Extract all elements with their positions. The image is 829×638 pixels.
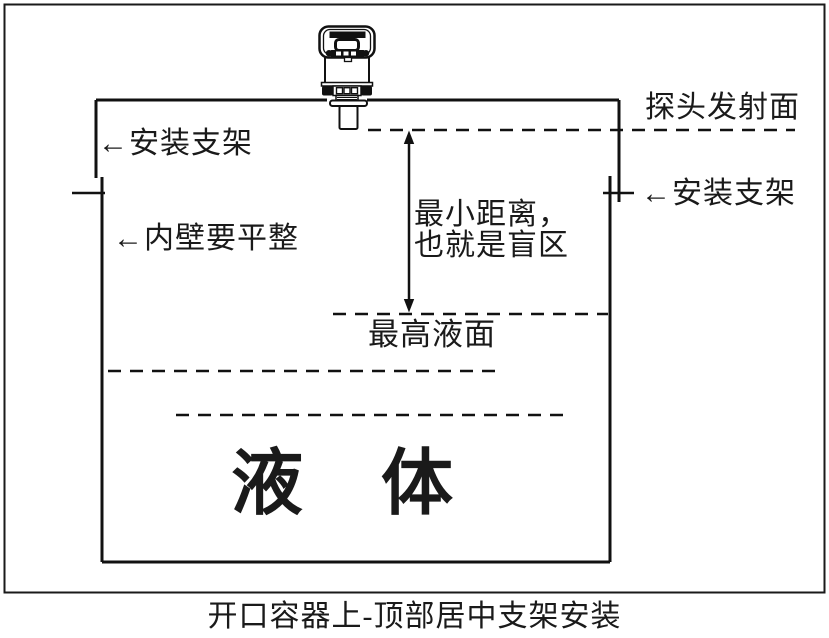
- sensor-button-3: [351, 51, 356, 56]
- nut-left-facet: [322, 86, 333, 96]
- label-inner-wall-flat: ←内壁要平整: [113, 222, 299, 255]
- nut-detail-2: [343, 86, 351, 95]
- label-mounting-bracket-left: ←安装支架: [98, 127, 253, 160]
- outer-border: [3, 3, 826, 594]
- sensor-head-latch: [343, 56, 353, 63]
- nut-detail-1: [335, 86, 344, 95]
- sensor-button-1: [336, 51, 341, 56]
- label-max-liquid-level: 最高液面: [368, 317, 496, 352]
- sensor-display: [334, 38, 360, 52]
- label-liquid: 液 体: [231, 444, 457, 524]
- nut-detail-3: [350, 86, 359, 95]
- double-headed-vertical-arrow-icon: [403, 130, 415, 313]
- nut-right-facet: [361, 86, 372, 96]
- label-mounting-bracket-right: ←安装支架: [641, 177, 796, 210]
- arrow-head-down-icon: [403, 299, 415, 313]
- tank-outline: [94, 98, 621, 564]
- diagram-caption: 开口容器上-顶部居中支架安装: [207, 600, 622, 633]
- label-min-distance-line1: 最小距离，: [414, 198, 569, 231]
- dashed-lines: [108, 128, 795, 417]
- ultrasonic-level-sensor-icon: [318, 25, 376, 130]
- sensor-top-bar: [329, 31, 366, 38]
- label-min-distance-blind-zone: 最小距离， 也就是盲区: [414, 199, 569, 261]
- arrow-head-up-icon: [403, 130, 415, 144]
- probe-horn: [338, 105, 359, 130]
- sensor-button-2: [343, 51, 349, 56]
- label-probe-emission-face: 探头发射面: [645, 91, 800, 124]
- label-min-distance-line2: 也就是盲区: [414, 229, 569, 262]
